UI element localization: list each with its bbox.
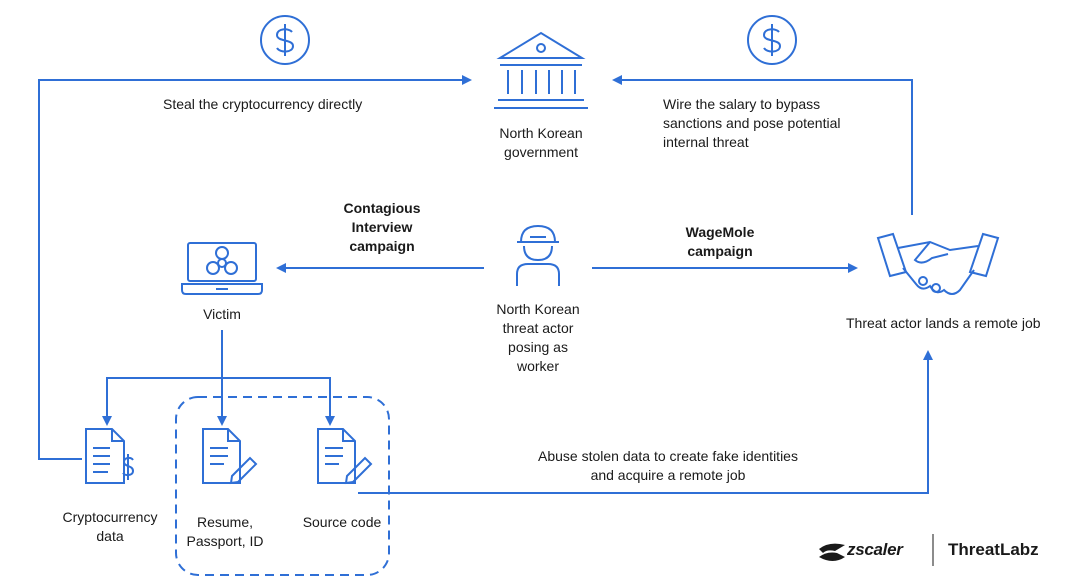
bank-icon xyxy=(494,31,588,109)
document-edit-icon xyxy=(202,428,258,485)
label-victim: Victim xyxy=(203,306,241,322)
handshake-icon xyxy=(876,232,1000,295)
arrow-wire-salary xyxy=(612,75,913,215)
stolen-data-group xyxy=(175,396,390,576)
label-nk-actor: North Korean threat actor posing as work… xyxy=(496,301,580,374)
label-remote-job: Threat actor lands a remote job xyxy=(846,315,1041,331)
label-contagious-campaign: Contagious Interview campaign xyxy=(343,200,421,254)
arrow-victim-crypto xyxy=(102,377,222,426)
dollar-icon xyxy=(260,15,310,65)
zscaler-logo-icon xyxy=(819,543,845,561)
crypto-document-icon xyxy=(85,428,135,484)
connector-lines xyxy=(38,75,933,576)
label-nk-government: North Korean government xyxy=(499,125,583,160)
threatlabz-wordmark: ThreatLabz xyxy=(948,540,1039,559)
dollar-icon xyxy=(747,15,797,65)
arrow-victim-source xyxy=(222,377,335,426)
worker-icon xyxy=(516,224,560,286)
arrow-steal-crypto xyxy=(38,75,472,460)
label-source-code: Source code xyxy=(302,514,382,530)
label-wire-salary: Wire the salary to bypass sanctions and … xyxy=(663,96,841,150)
zscaler-wordmark: zscaler xyxy=(847,540,903,559)
laptop-biohazard-icon xyxy=(181,242,263,295)
label-resume: Resume, Passport, ID xyxy=(186,514,264,549)
label-crypto-data: Cryptocurrency data xyxy=(62,509,158,544)
label-abuse-data: Abuse stolen data to create fake identit… xyxy=(538,448,798,483)
label-steal-crypto: Steal the cryptocurrency directly xyxy=(163,96,363,112)
arrow-abuse-data xyxy=(358,350,933,494)
label-wagemole-campaign: WageMole campaign xyxy=(685,224,755,259)
document-edit-icon xyxy=(317,428,373,485)
